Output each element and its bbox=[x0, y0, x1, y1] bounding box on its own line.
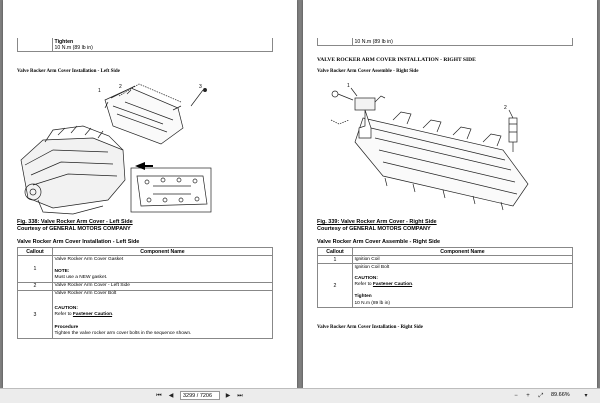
table-row: 2 Ignition Coil Bolt CAUTION: Refer to F… bbox=[317, 263, 573, 309]
arrow-icon bbox=[135, 162, 153, 170]
table-row: 1 Ignition Coil bbox=[317, 254, 573, 265]
header-component: Component Name bbox=[52, 247, 273, 256]
zoom-in-icon[interactable]: + bbox=[526, 393, 530, 399]
fit-page-icon[interactable]: ⤢ bbox=[538, 393, 544, 399]
courtesy-text: Courtesy of GENERAL MOTORS COMPANY bbox=[317, 226, 431, 232]
left-cover-illustration: 1 2 3 bbox=[20, 83, 212, 215]
callout-table-right: Callout Component Name 1 Ignition Coil 2… bbox=[317, 247, 573, 309]
illustration-title: Valve Rocker Arm Cover Assemble - Right … bbox=[317, 69, 419, 74]
fastener-caution-link[interactable]: Fastener Caution bbox=[72, 311, 113, 317]
figure-caption: Fig. 338: Valve Rocker Arm Cover - Left … bbox=[17, 219, 133, 225]
fastener-caution-link[interactable]: Fastener Caution bbox=[372, 282, 413, 288]
header-callout: Callout bbox=[317, 247, 353, 256]
viewer-toolbar: ⏮ ◀ 3299 / 7206 ▶ ⏭ − + ⤢ 89.66% ▾ bbox=[0, 388, 600, 403]
figure-caption: Fig. 339: Valve Rocker Arm Cover - Right… bbox=[317, 219, 437, 225]
callout-2: 2 bbox=[504, 105, 507, 111]
chevron-down-icon[interactable]: ▾ bbox=[584, 393, 588, 399]
last-page-icon[interactable]: ⏭ bbox=[237, 393, 243, 399]
illustration-title: Valve Rocker Arm Cover Installation - Le… bbox=[17, 69, 120, 74]
courtesy-text: Courtesy of GENERAL MOTORS COMPANY bbox=[17, 226, 131, 232]
document-viewer[interactable]: Tighten 10 N.m (89 lb in) Valve Rocker A… bbox=[0, 0, 600, 388]
first-page-icon[interactable]: ⏮ bbox=[156, 393, 162, 399]
callout-2: 2 bbox=[119, 84, 122, 90]
header-callout: Callout bbox=[17, 247, 53, 256]
previous-page-icon[interactable]: ◀ bbox=[168, 393, 174, 399]
right-cover-illustration: 1 2 bbox=[330, 83, 529, 211]
header-component: Component Name bbox=[352, 247, 573, 256]
footer-title: Valve Rocker Arm Cover Installation - Ri… bbox=[317, 325, 423, 330]
table-row: 1 Valve Rocker Arm Cover Gasket NOTE: Mu… bbox=[17, 255, 273, 283]
tighten-label: Tighten bbox=[54, 38, 74, 45]
table-title: Valve Rocker Arm Cover Installation - Le… bbox=[17, 239, 140, 245]
page-number-field[interactable]: 3299 / 7206 bbox=[180, 391, 220, 400]
torque-value: 10 N.m (89 lb in) bbox=[54, 44, 93, 51]
callout-1: 1 bbox=[98, 88, 101, 94]
table-row: 2 Valve Rocker Arm Cover - Left Side bbox=[17, 281, 273, 291]
zoom-out-icon[interactable]: − bbox=[514, 393, 518, 399]
callout-1: 1 bbox=[347, 83, 350, 89]
table-title: Valve Rocker Arm Cover Assemble - Right … bbox=[317, 239, 441, 245]
left-page: Tighten 10 N.m (89 lb in) Valve Rocker A… bbox=[3, 0, 297, 388]
right-page: 10 N.m (89 lb in) VALVE ROCKER ARM COVER… bbox=[303, 0, 597, 388]
table-row: 3 Valve Rocker Arm Cover Bolt CAUTION: R… bbox=[17, 289, 273, 340]
next-page-icon[interactable]: ▶ bbox=[225, 393, 231, 399]
zoom-level[interactable]: 89.66% bbox=[551, 392, 570, 398]
top-torque-table: Tighten 10 N.m (89 lb in) bbox=[17, 38, 273, 52]
callout-table: Callout Component Name 1 Valve Rocker Ar… bbox=[17, 247, 273, 340]
section-title: VALVE ROCKER ARM COVER INSTALLATION - RI… bbox=[317, 57, 476, 63]
torque-value: 10 N.m (89 lb in) bbox=[352, 38, 573, 46]
top-torque-table-right: 10 N.m (89 lb in) bbox=[317, 38, 573, 46]
callout-3: 3 bbox=[199, 84, 202, 90]
